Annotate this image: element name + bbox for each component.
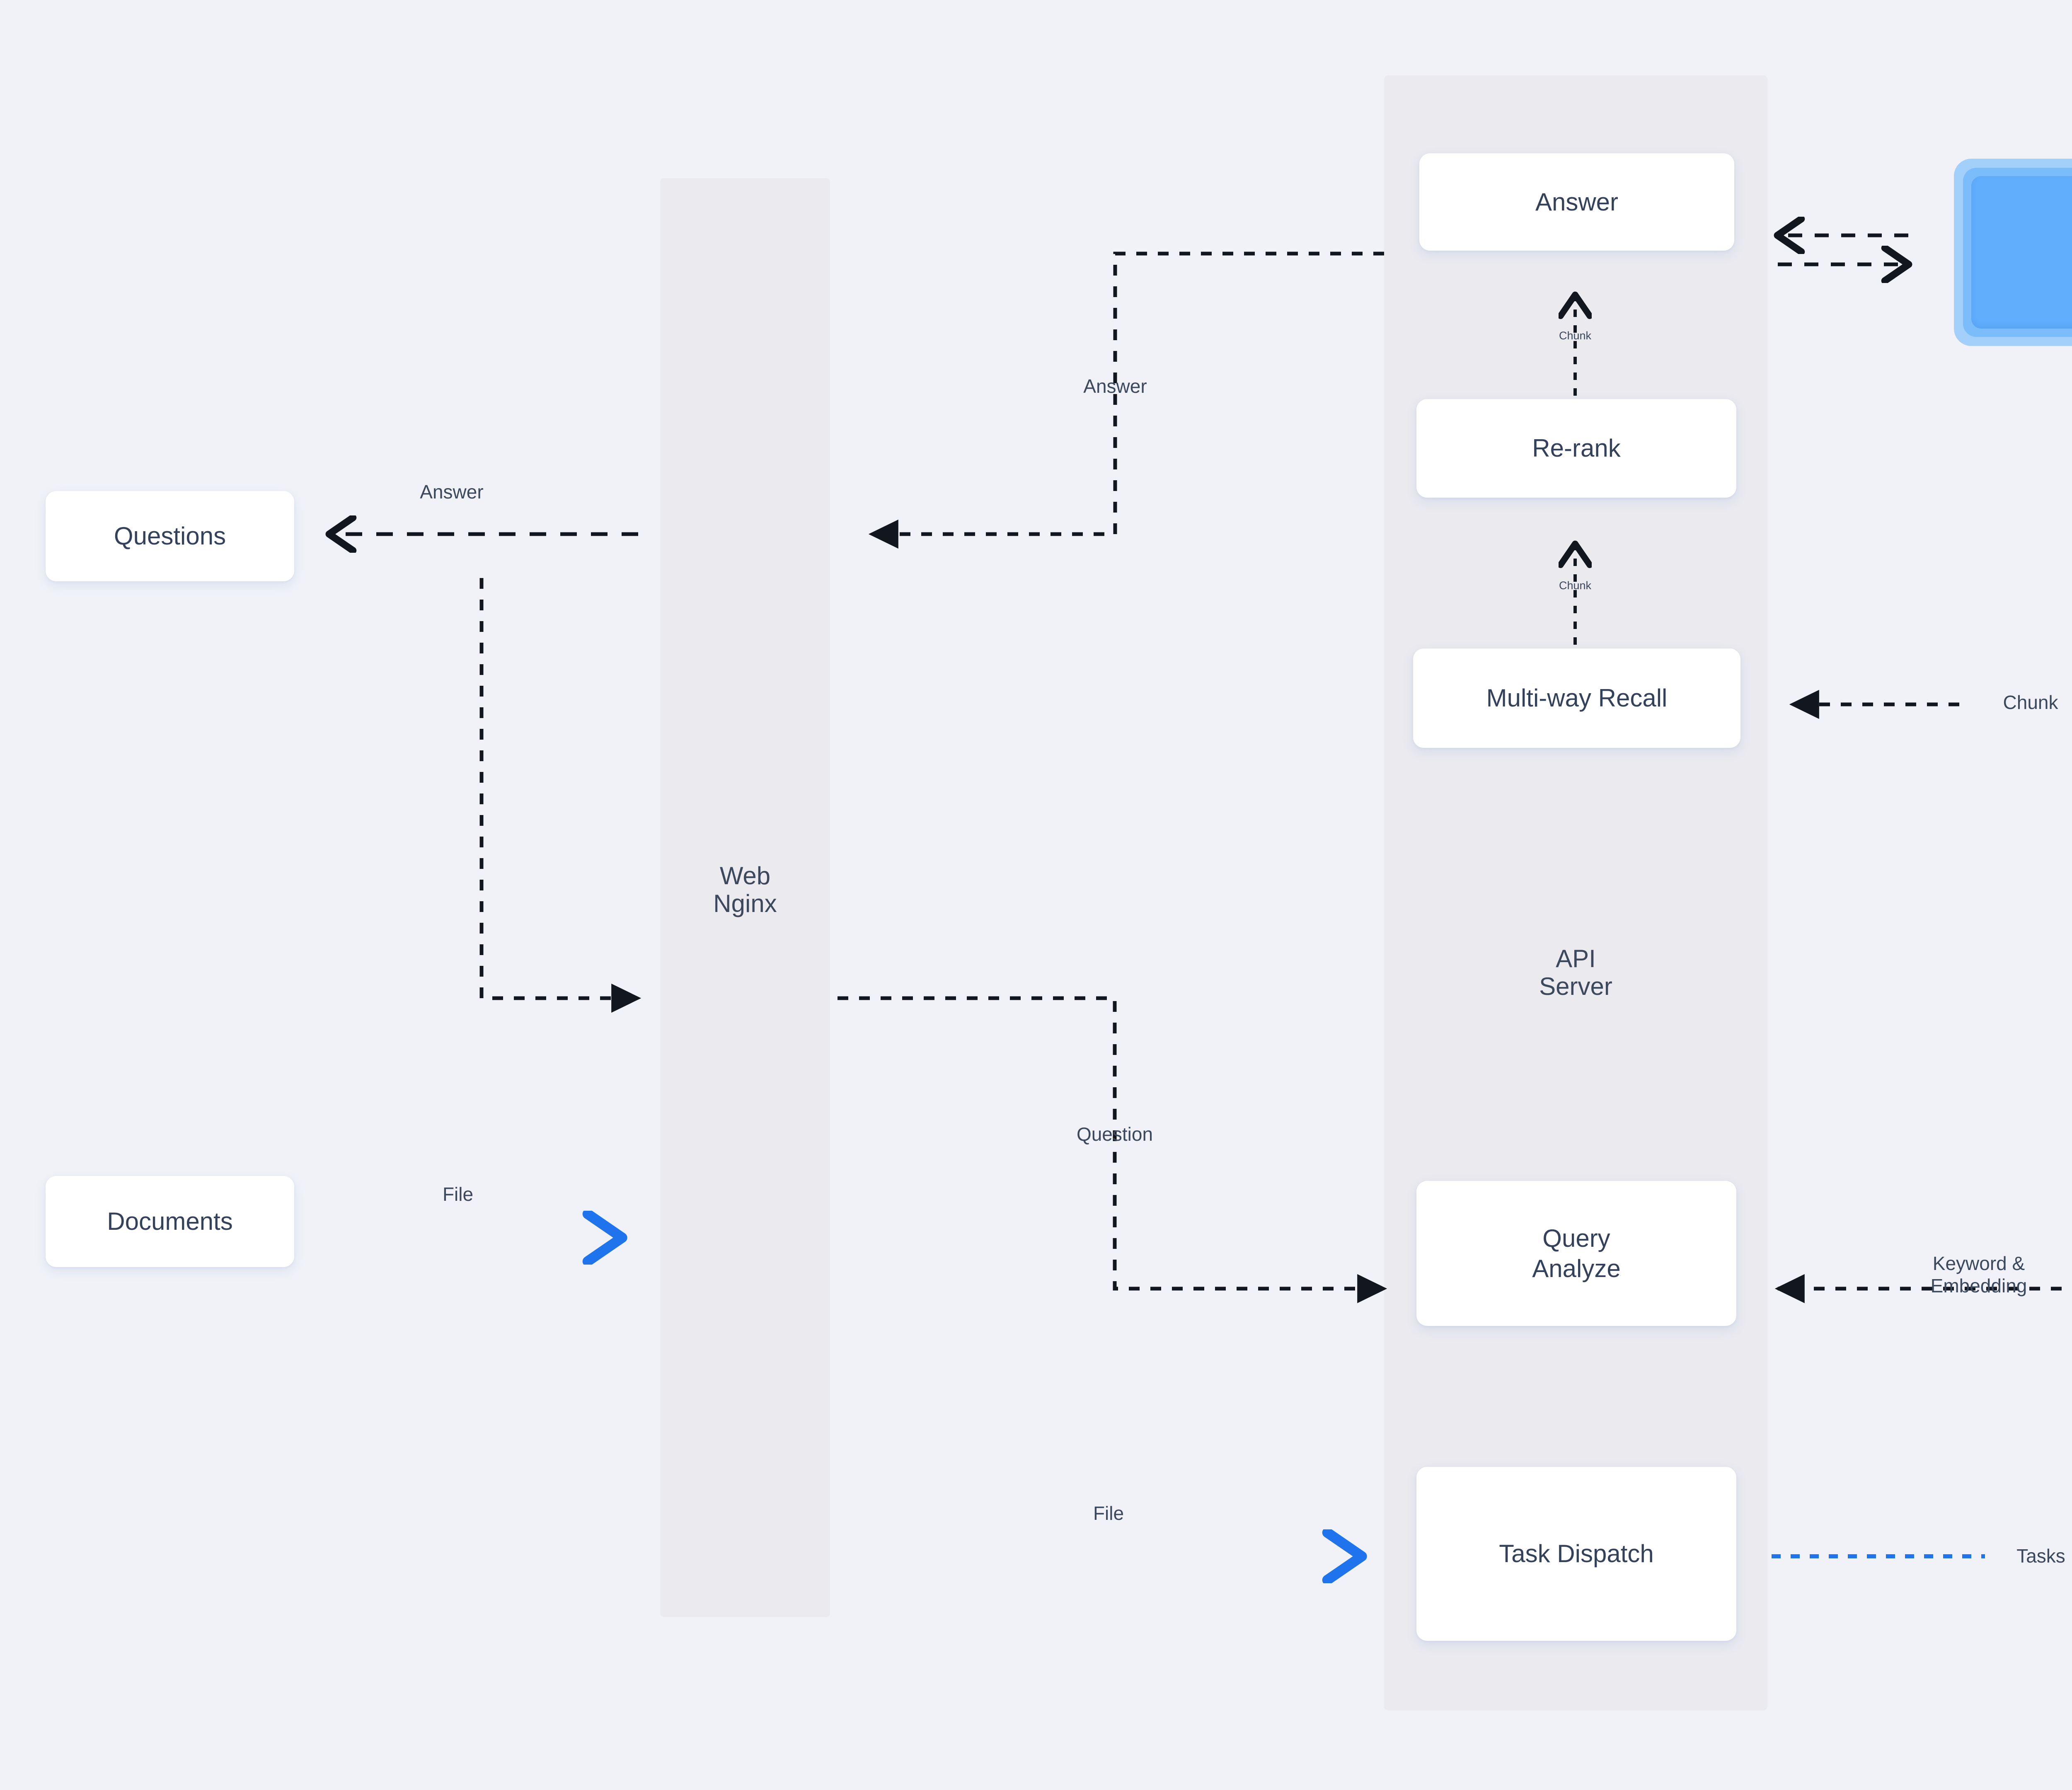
group-label-api-server: API Server bbox=[1539, 945, 1612, 1001]
group-panel-web-nginx bbox=[660, 178, 830, 1617]
edge-label-chunk-api-upper: Chunk bbox=[1559, 329, 1592, 342]
node-task-dispatch[interactable]: Task Dispatch bbox=[1416, 1467, 1736, 1641]
node-questions[interactable]: Questions bbox=[46, 491, 294, 581]
edge-label-chunk-api-lower: Chunk bbox=[1559, 579, 1592, 592]
edge-label-file-top: File bbox=[442, 1183, 474, 1205]
edge-label-answer-left: Answer bbox=[420, 481, 484, 503]
node-multi-way-recall[interactable]: Multi-way Recall bbox=[1413, 648, 1740, 748]
node-re-rank[interactable]: Re-rank bbox=[1416, 399, 1736, 498]
edge-label-question: Question bbox=[1076, 1123, 1153, 1145]
node-documents[interactable]: Documents bbox=[46, 1176, 294, 1267]
edge-label-tasks: Tasks bbox=[1985, 1545, 2072, 1567]
group-label-web-nginx: Web Nginx bbox=[713, 862, 777, 918]
edge-questions-to-nginx bbox=[479, 578, 641, 1013]
edge-db-to-multi-way-recall bbox=[1789, 689, 2072, 719]
group-panel-api-server bbox=[1384, 75, 1767, 1710]
edge-label-file-bottom: File bbox=[1093, 1502, 1124, 1524]
edge-label-keyword-embedding: Keyword & Embedding bbox=[1930, 1253, 2027, 1297]
llms-label: LLMs bbox=[1971, 176, 2072, 329]
edge-task-dispatch-to-db bbox=[1772, 1554, 2072, 1558]
node-llms[interactable]: LLMs bbox=[1954, 159, 2072, 346]
node-query-analyze[interactable]: Query Analyze bbox=[1416, 1181, 1736, 1326]
edge-label-answer-mid: Answer bbox=[1083, 375, 1147, 397]
edge-label-chunk-db-recall: Chunk bbox=[1968, 691, 2072, 714]
llms-mid-layer: LLMs bbox=[1963, 168, 2072, 337]
node-answer[interactable]: Answer bbox=[1419, 153, 1734, 251]
